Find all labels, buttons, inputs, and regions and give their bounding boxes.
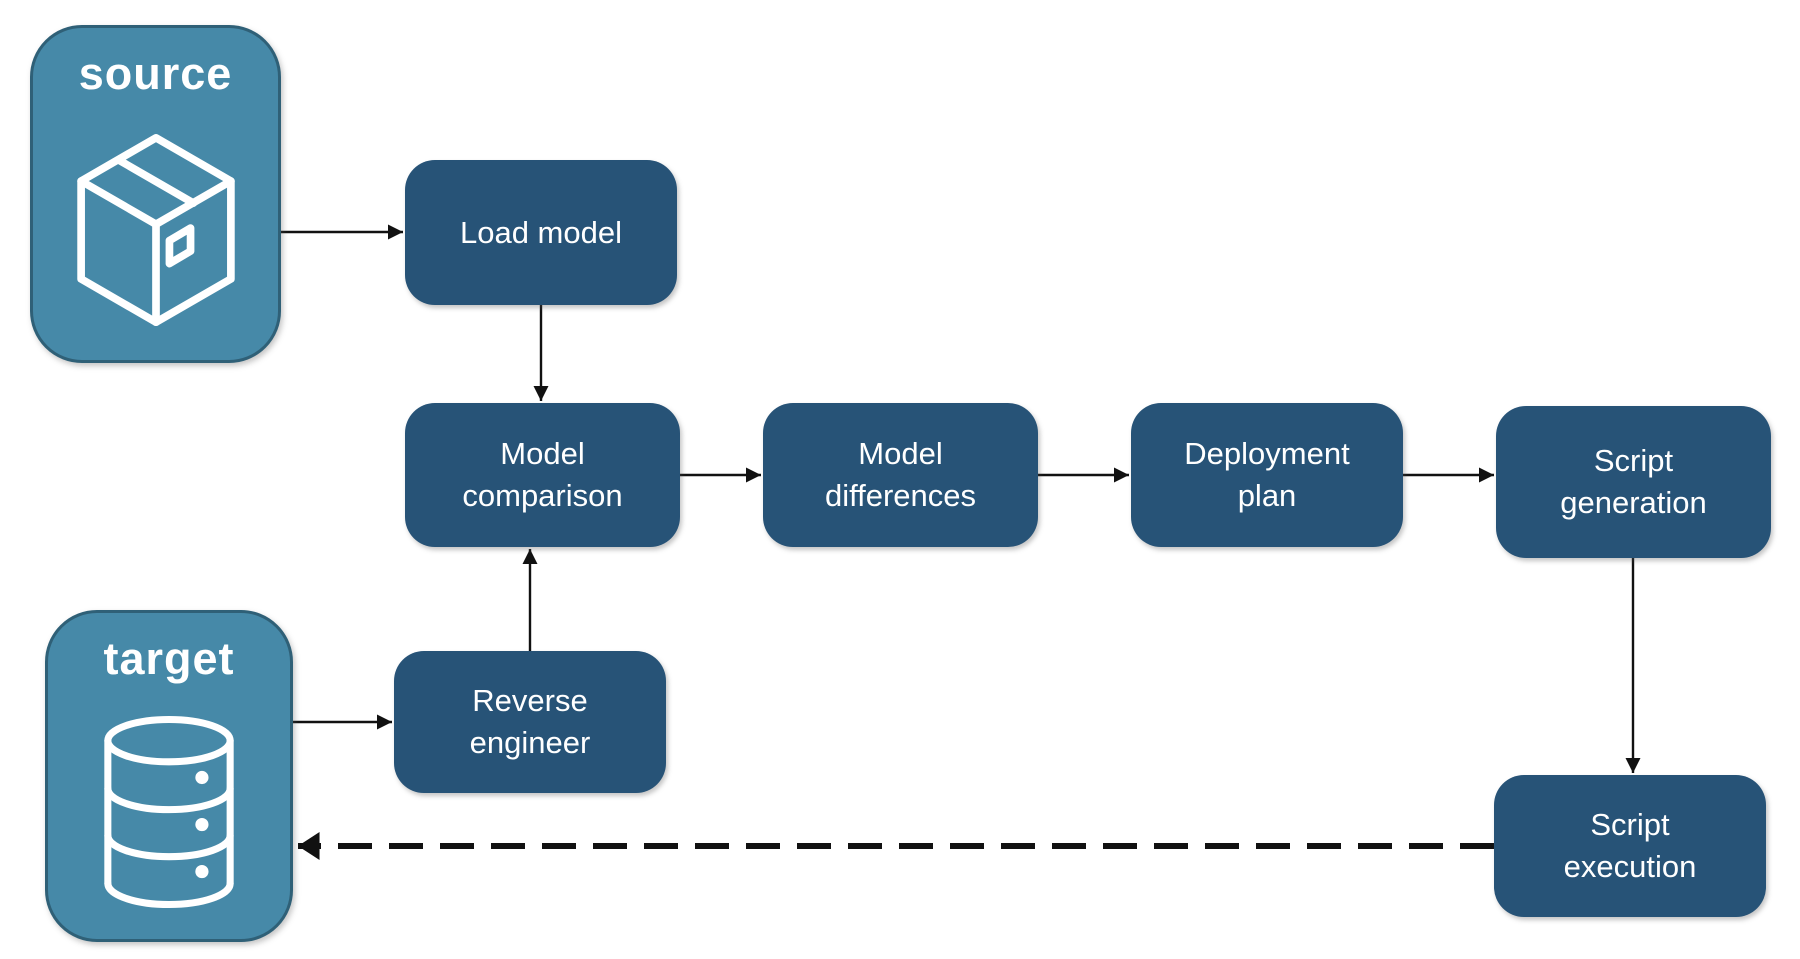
node-reverse-engineer-label: Reverse engineer [469, 683, 591, 760]
node-script-execution-label: Script execution [1563, 807, 1697, 884]
node-reverse-engineer: Reverse engineer [394, 651, 666, 793]
endpoint-source: source [30, 25, 281, 363]
node-model-comparison-label: Model comparison [462, 436, 623, 513]
target-label: target [103, 633, 235, 684]
database-icon [104, 715, 234, 909]
node-script-generation-label: Script generation [1560, 443, 1707, 520]
node-deployment-plan-label: Deployment plan [1184, 436, 1350, 513]
node-model-comparison: Model comparison [405, 403, 680, 547]
node-script-execution: Script execution [1494, 775, 1766, 917]
node-load-model: Load model [405, 160, 677, 305]
target-icon-wrap [48, 685, 290, 939]
node-model-differences-label: Model differences [824, 436, 977, 513]
node-model-differences: Model differences [763, 403, 1038, 547]
package-icon [76, 134, 235, 326]
node-script-generation: Script generation [1496, 406, 1771, 558]
node-load-model-label: Load model [459, 214, 622, 250]
endpoint-target: target [45, 610, 293, 942]
source-label: source [78, 48, 233, 99]
source-icon-wrap [33, 100, 278, 360]
node-deployment-plan: Deployment plan [1131, 403, 1403, 547]
